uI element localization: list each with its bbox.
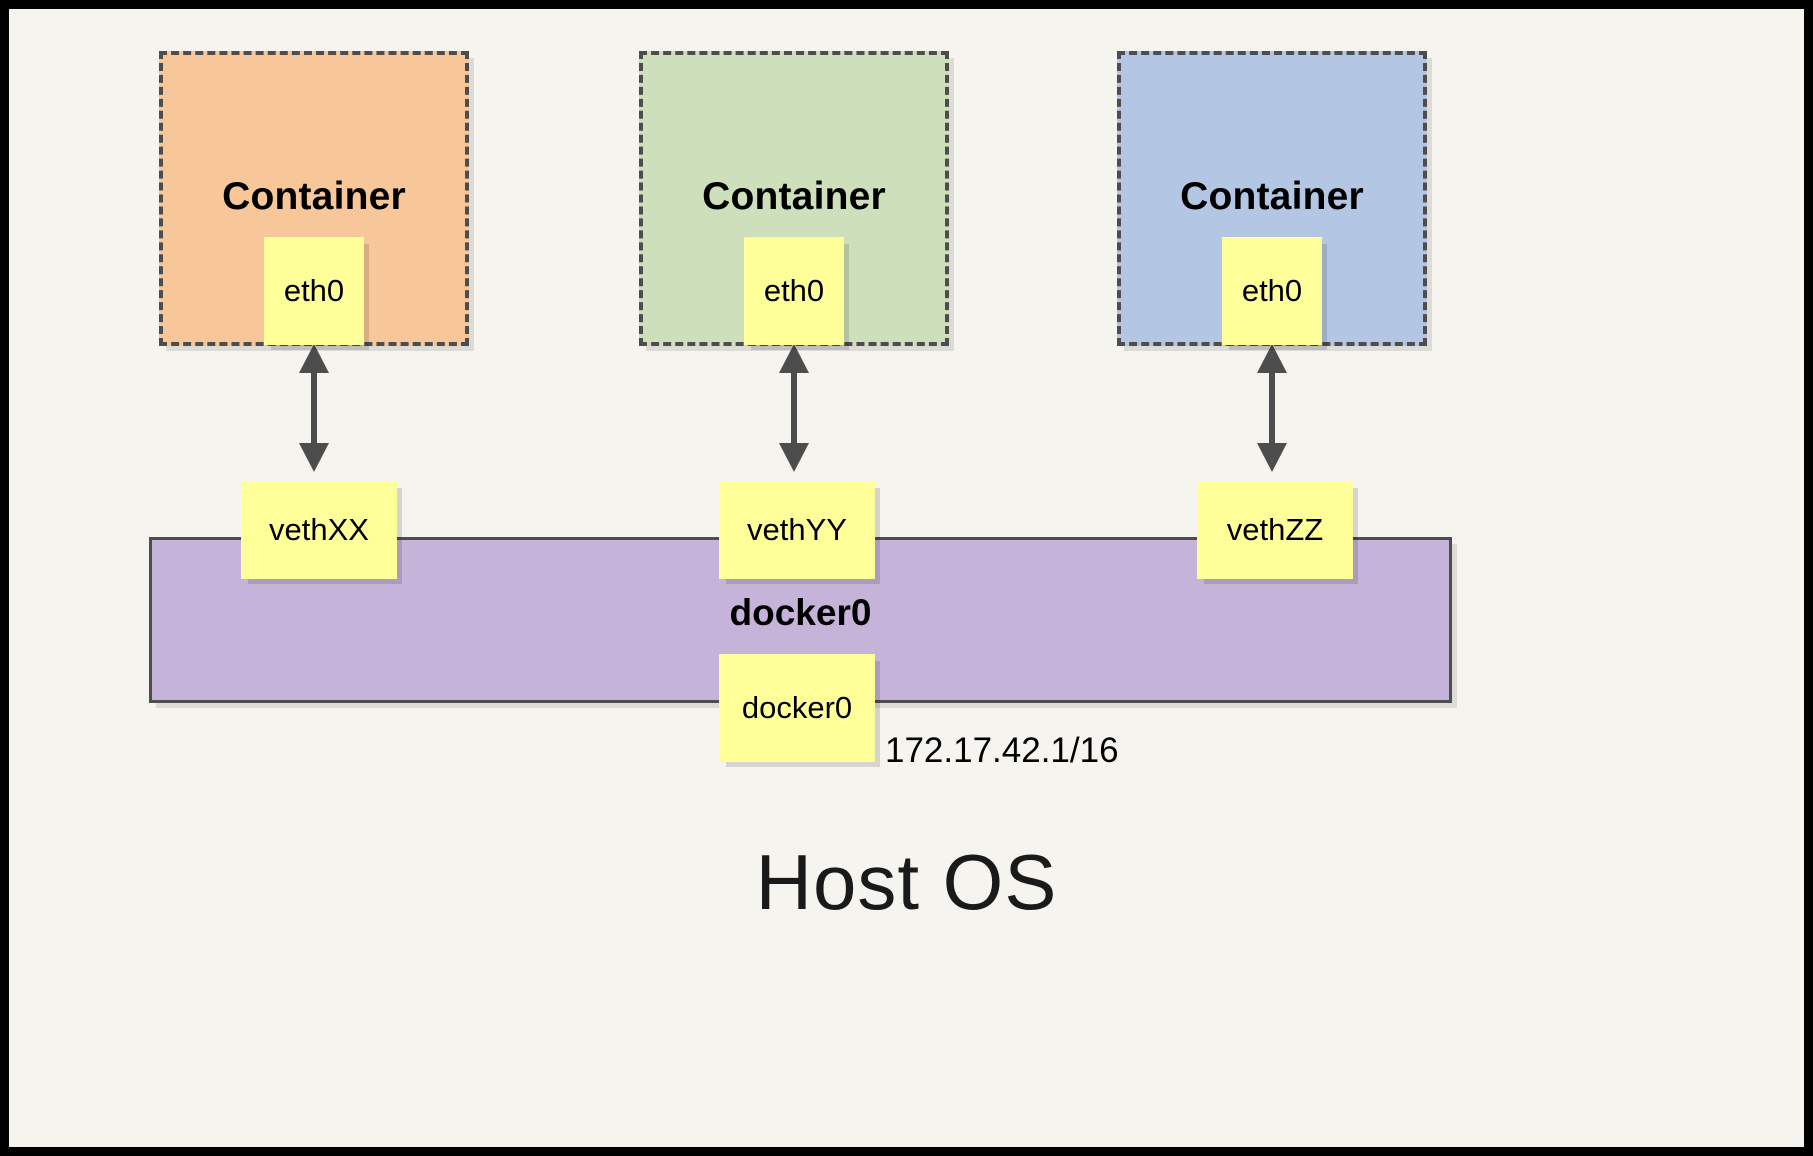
container-title-2: Container <box>702 175 886 218</box>
eth0-box-3: eth0 <box>1222 237 1322 345</box>
eth0-box-1: eth0 <box>264 237 364 345</box>
container-title-1: Container <box>222 175 406 218</box>
docker0-interface-box: docker0 <box>719 654 875 762</box>
docker0-ip-label: 172.17.42.1/16 <box>885 731 1119 770</box>
veth-link-arrow-1 <box>299 344 329 472</box>
veth-box-2: vethYY <box>719 481 875 579</box>
veth-link-arrow-3 <box>1257 344 1287 472</box>
host-os-title: Host OS <box>755 838 1058 926</box>
veth-link-arrow-2 <box>779 344 809 472</box>
veth-box-3: vethZZ <box>1197 481 1353 579</box>
container-title-3: Container <box>1180 175 1364 218</box>
docker0-bridge-label: docker0 <box>729 592 872 633</box>
eth0-box-2: eth0 <box>744 237 844 345</box>
veth-box-1: vethXX <box>241 481 397 579</box>
